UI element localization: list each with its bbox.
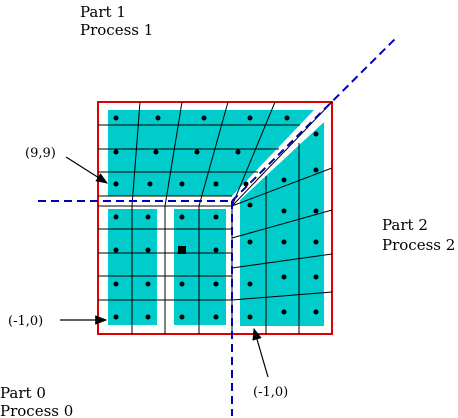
mesh-nodes	[113, 115, 319, 320]
label-process0: Process 0	[0, 402, 73, 418]
annotation-arrows	[60, 156, 269, 378]
outer-boundary	[97, 101, 333, 335]
label-part0: Part 0	[0, 384, 46, 402]
part0-fill	[108, 209, 226, 325]
label-process1: Process 1	[80, 21, 153, 39]
label-coord-minus1-0-left: (-1,0)	[8, 314, 43, 329]
label-coord-9-9: (9,9)	[25, 146, 56, 161]
partition-dashed-lines	[38, 35, 399, 416]
label-part1: Part 1	[80, 3, 126, 21]
label-coord-minus1-0-bottom: (-1,0)	[253, 385, 288, 400]
label-process2: Process 2	[382, 236, 455, 254]
label-part2: Part 2	[382, 216, 428, 234]
highlighted-node	[178, 246, 186, 254]
